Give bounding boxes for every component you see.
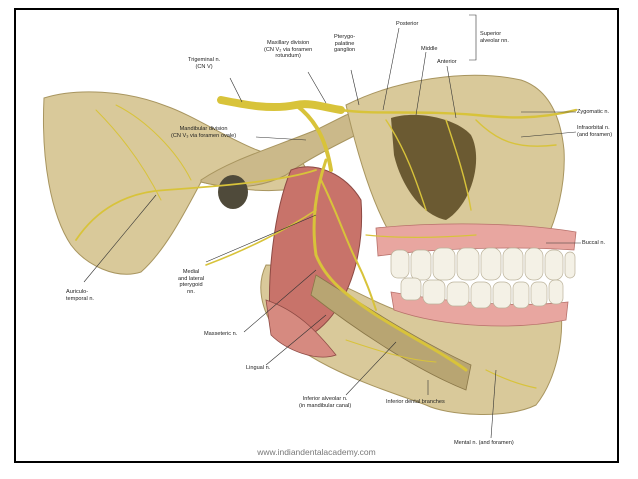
label-masseteric: Masseteric n. [204, 331, 238, 337]
label-buccal: Buccal n. [582, 240, 606, 246]
label-zygomatic: Zygomatic n. [577, 109, 610, 115]
label-mandibular-division: Mandibular division (CN V₃ via foramen o… [171, 126, 237, 139]
label-mental: Mental n. (and foramen) [454, 440, 514, 446]
label-superior-alveolar: Superior alveolar nn. [480, 31, 509, 44]
label-inferior-alveolar: Inferior alveolar n. (in mandibular cana… [299, 396, 352, 409]
watermark: www.indiandentalacademy.com [257, 447, 376, 457]
label-anterior: Anterior [437, 59, 457, 65]
lower-teeth [400, 277, 564, 309]
skull-nerve-illustration [43, 14, 581, 439]
mandibular-fossa [218, 175, 248, 209]
label-middle: Middle [421, 46, 438, 52]
label-maxillary-division: Maxillary division (CN V₂ via foramen ro… [264, 40, 313, 59]
leader-lines [83, 14, 581, 439]
label-infraorbital: Infraorbital n. (and foramen) [577, 125, 613, 138]
label-lingual: Lingual n. [246, 365, 271, 371]
masseter-muscle [265, 299, 337, 358]
trigeminal-nerve [75, 96, 578, 389]
orbit [391, 114, 477, 220]
label-inferior-dental-branches: Inferior dental branches [386, 399, 445, 405]
label-auriculotemporal: Auriculo- temporal n. [66, 289, 94, 302]
label-pterygoid-nerves: Medial and lateral pterygoid nn. [178, 269, 205, 295]
illustration-frame: Trigeminal n. (CN V) Maxillary division … [14, 8, 619, 463]
label-trigeminal: Trigeminal n. (CN V) [188, 57, 221, 70]
upper-gum [375, 223, 577, 257]
label-posterior: Posterior [396, 21, 419, 27]
upper-teeth [390, 247, 576, 281]
label-pterygopalatine-ganglion: Pterygo- palatine ganglion [334, 34, 356, 53]
